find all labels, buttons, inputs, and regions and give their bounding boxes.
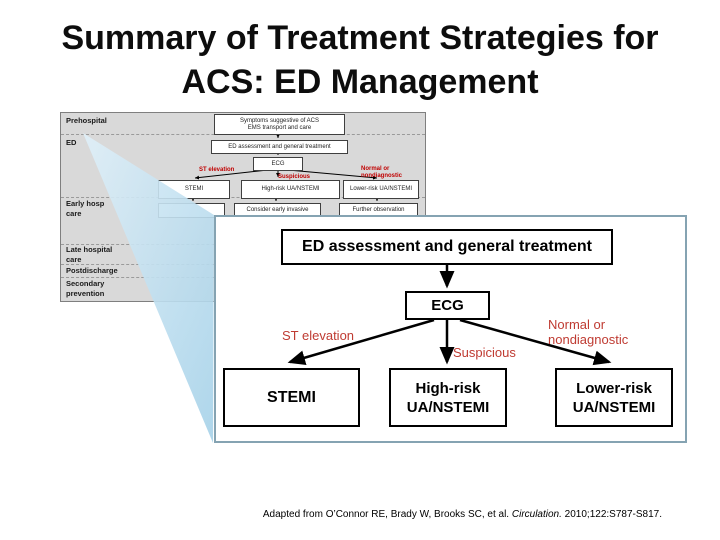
callout-arrows: [287, 263, 612, 366]
callout-box-lower-risk: Lower-risk UA/NSTEMI: [555, 368, 673, 427]
title-line-1: Summary of Treatment Strategies for: [61, 19, 659, 57]
callout-box-ed-assessment: ED assessment and general treatment: [281, 229, 613, 265]
title-line-2: ACS: ED Management: [181, 63, 539, 101]
callout-box-high-risk: High-risk UA/NSTEMI: [389, 368, 507, 427]
callout-branch-suspicious: Suspicious: [453, 345, 516, 360]
thumb-box-symptoms: Symptoms suggestive of ACS EMS transport…: [214, 114, 345, 135]
thumb-box-ed-assessment: ED assessment and general treatment: [211, 140, 348, 154]
phase-label-ed: ED: [66, 138, 77, 147]
callout-box-ecg: ECG: [405, 291, 490, 320]
callout-box-stemi: STEMI: [223, 368, 360, 427]
slide-title: Summary of Treatment Strategies for ACS:…: [0, 16, 720, 104]
callout-branch-normal-nondiagnostic: Normal or nondiagnostic: [548, 317, 629, 347]
phase-label-prehospital: Prehospital: [66, 116, 107, 125]
thumb-branch-suspicious: Suspicious: [278, 174, 311, 180]
callout-branch-st-elevation: ST elevation: [282, 328, 355, 343]
thumb-branch-st-elevation: ST elevation: [199, 167, 235, 173]
thumb-box-lower-risk: Lower-risk UA/NSTEMI: [343, 180, 419, 199]
citation-prefix: Adapted from O’Connor RE, Brady W, Brook…: [262, 509, 512, 520]
thumb-box-ecg: ECG: [253, 157, 303, 171]
citation-suffix: 2010;122:S787-S817.: [561, 509, 662, 520]
citation-journal: Circulation.: [511, 509, 562, 520]
thumb-branch-normal-nondiagnostic: Normal or nondiagnostic: [361, 166, 402, 179]
zoom-callout: ED assessment and general treatment ECG …: [214, 215, 687, 443]
thumb-box-high-risk: High-risk UA/NSTEMI: [241, 180, 340, 199]
thumb-box-stemi: STEMI: [158, 180, 230, 199]
citation: Adapted from O’Connor RE, Brady W, Brook…: [142, 509, 662, 521]
